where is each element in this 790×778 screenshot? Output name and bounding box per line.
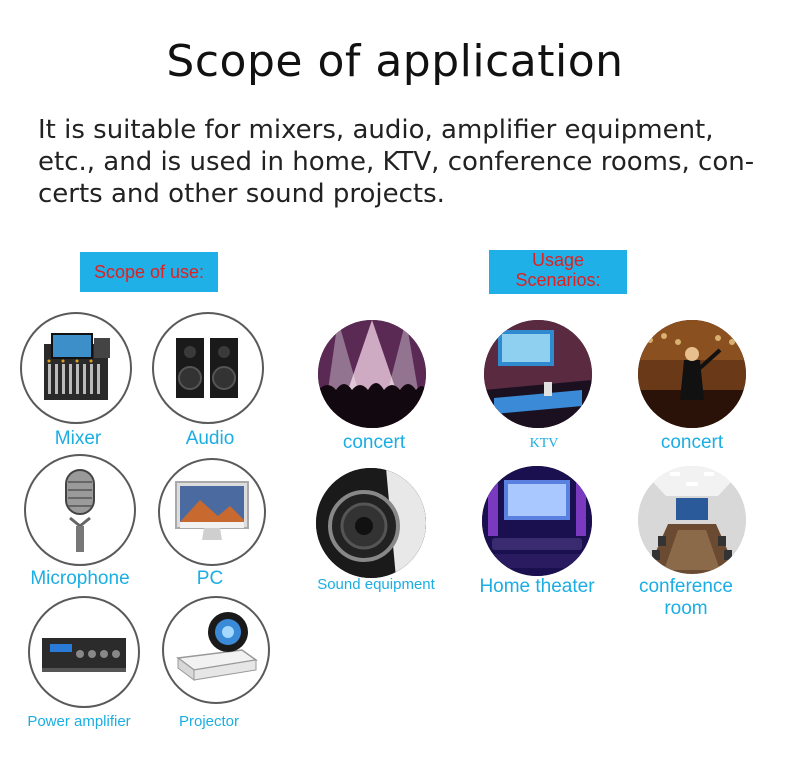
orchestra-icon bbox=[638, 320, 746, 428]
home-theater-icon bbox=[482, 466, 592, 576]
usage-tag-line: Scenarios: bbox=[515, 270, 601, 290]
desktop-pc-icon bbox=[158, 458, 266, 566]
scenario-label-sound-equipment: Sound equipment bbox=[317, 576, 435, 593]
description-line: certs and other sound projects. bbox=[38, 179, 445, 209]
page-title: Scope of application bbox=[166, 36, 624, 87]
power-amplifier-icon bbox=[28, 596, 140, 708]
scenario-label-conference-room: conference room bbox=[638, 576, 733, 619]
scope-label-projector: Projector bbox=[178, 713, 240, 730]
description: It is suitable for mixers, audio, amplif… bbox=[38, 114, 768, 210]
scope-label-power-amplifier: Power amplifier bbox=[27, 713, 131, 730]
scope-label-audio: Audio bbox=[185, 428, 235, 449]
mixer-icon bbox=[20, 312, 132, 424]
conference-room-icon bbox=[638, 466, 746, 574]
speaker-driver-icon bbox=[316, 468, 426, 578]
scope-of-use-tag: Scope of use: bbox=[80, 252, 218, 292]
microphone-icon bbox=[24, 454, 136, 566]
scenario-label-concert: concert bbox=[342, 432, 406, 453]
concert-crowd-icon bbox=[318, 320, 426, 428]
scope-label-microphone: Microphone bbox=[30, 568, 130, 589]
scope-label-mixer: Mixer bbox=[54, 428, 102, 449]
projector-icon bbox=[162, 596, 270, 704]
description-line: It is suitable for mixers, audio, amplif… bbox=[38, 115, 714, 145]
scenario-label-orchestra-concert: concert bbox=[660, 432, 724, 453]
usage-tag-line: Usage bbox=[531, 250, 585, 270]
usage-scenarios-tag: Usage Scenarios: bbox=[489, 250, 627, 294]
description-line: etc., and is used in home, KTV, conferen… bbox=[38, 147, 755, 177]
scope-label-pc: PC bbox=[196, 568, 224, 589]
scenario-label-ktv: KTV bbox=[529, 436, 559, 451]
speakers-icon bbox=[152, 312, 264, 424]
ktv-room-icon bbox=[484, 320, 592, 428]
scenario-label-home-theater: Home theater bbox=[479, 576, 595, 597]
